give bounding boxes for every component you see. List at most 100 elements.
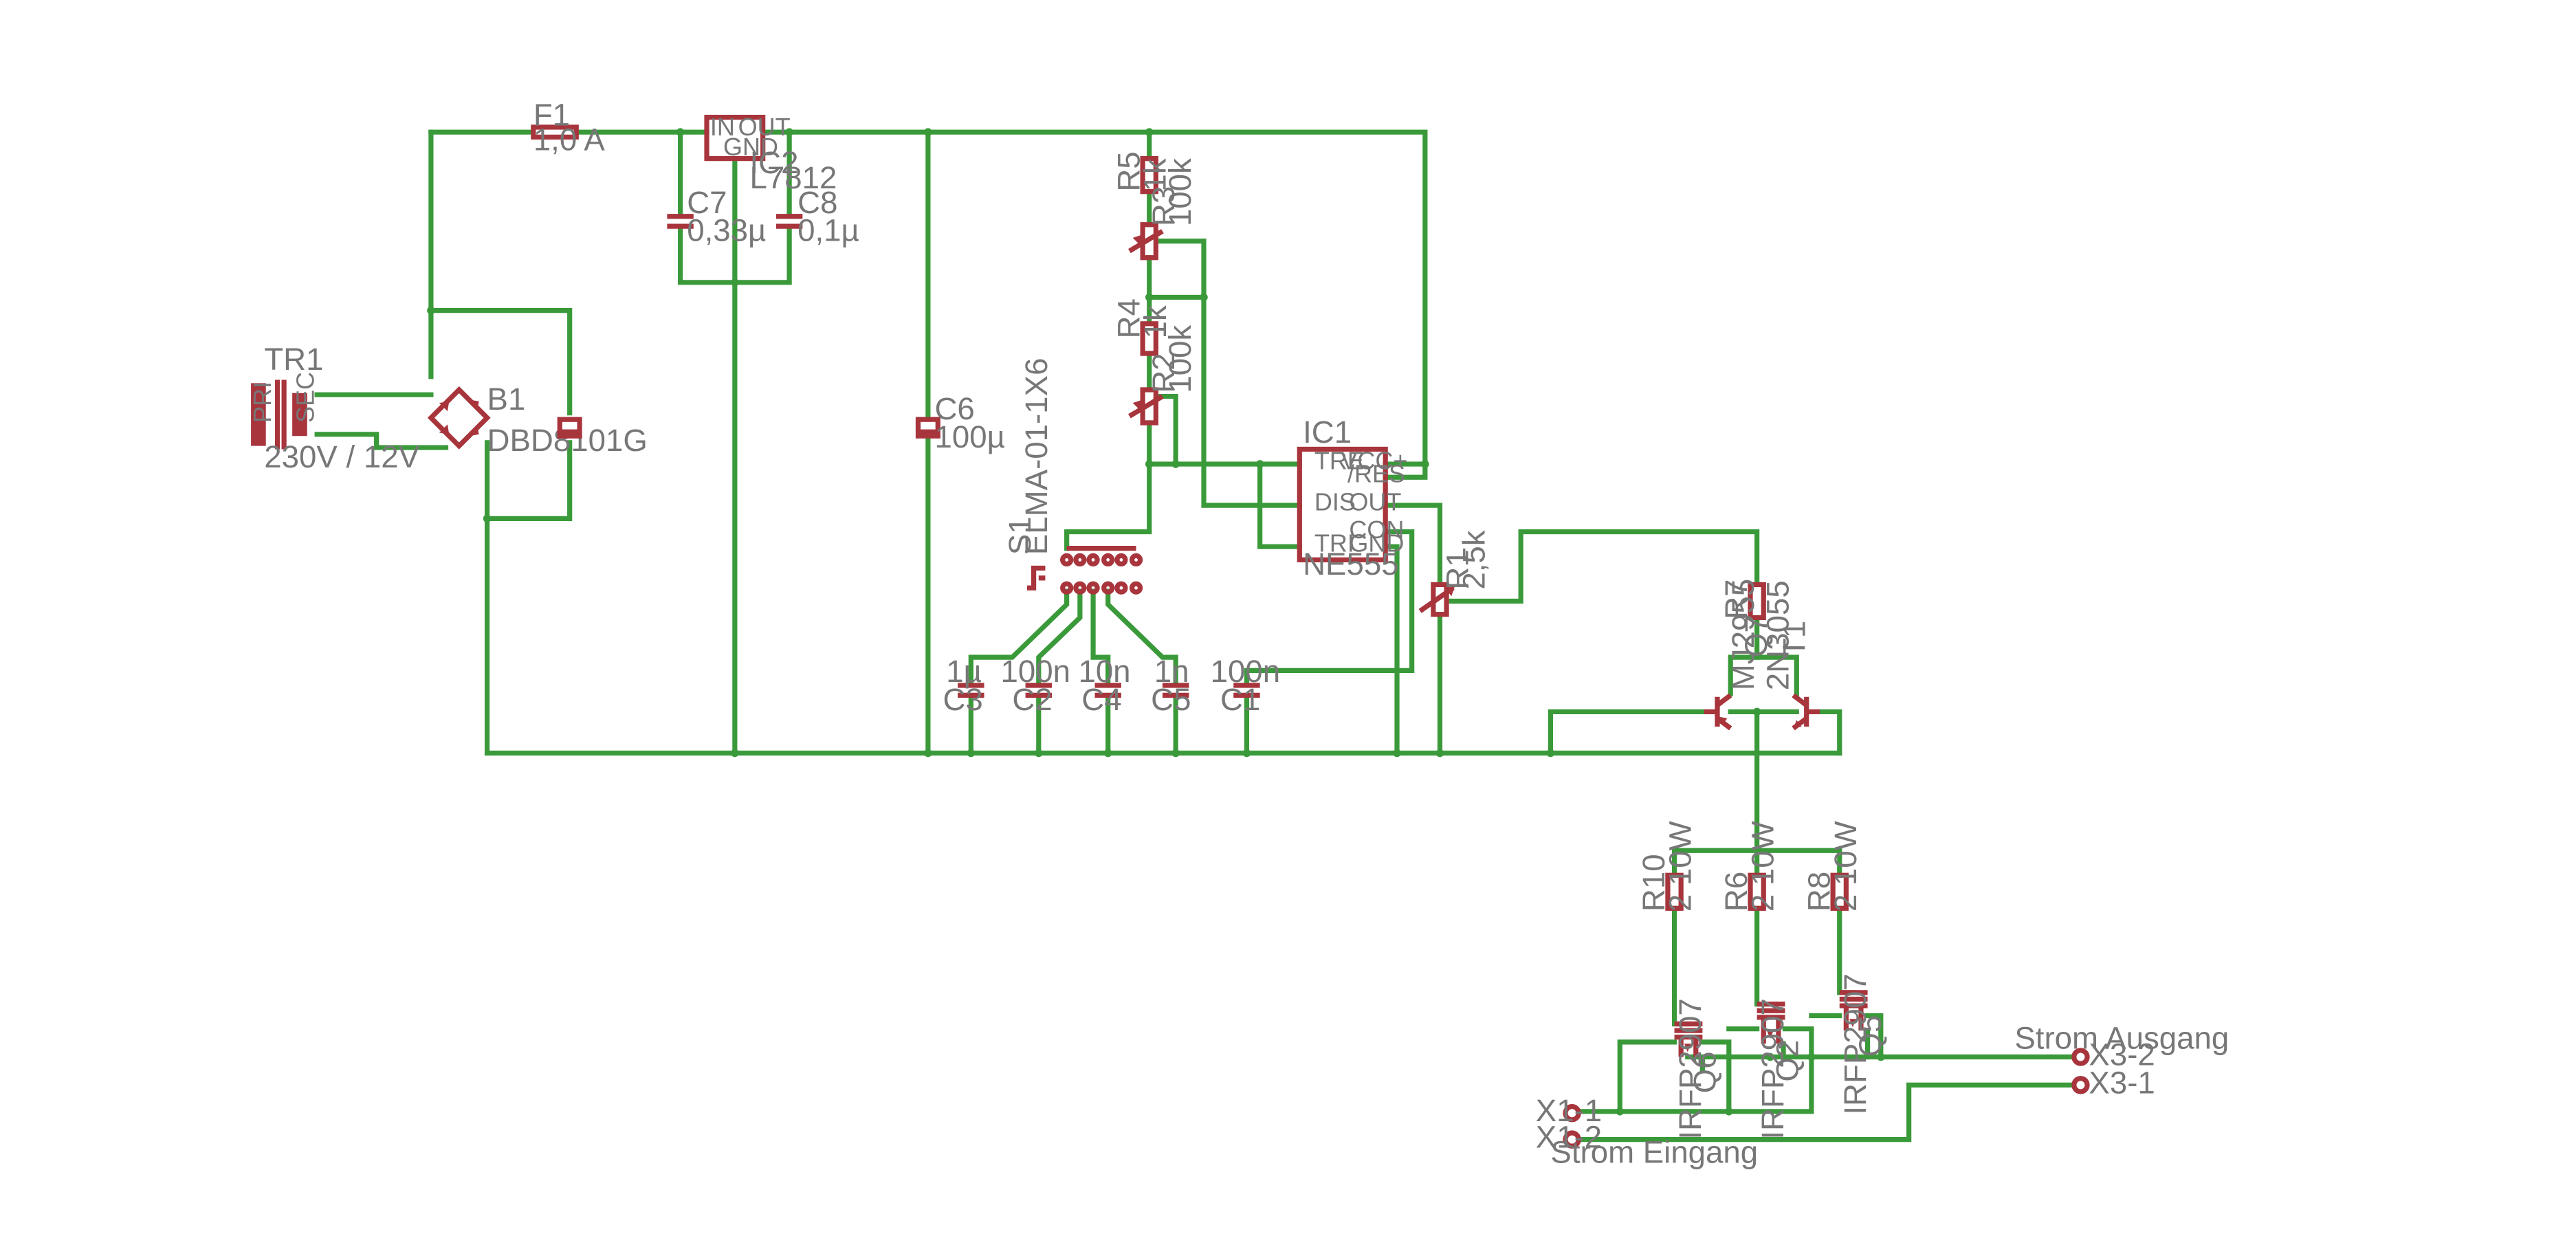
capacitor-c8: C8 0,1µ — [775, 185, 859, 248]
c8-label: C8 — [797, 185, 837, 220]
x1-1-terminal — [1563, 1103, 1581, 1123]
potentiometer-r2: R2 100k — [1128, 325, 1198, 426]
tr1-sec-label: SEC — [291, 372, 319, 423]
c3-value: 1µ — [946, 654, 982, 689]
ic1-out-pin: OUT — [1349, 487, 1401, 516]
r2-value: 100k — [1163, 325, 1198, 393]
wires — [314, 129, 2076, 1143]
ic1-vcc-pin: VCC+ — [1341, 446, 1407, 474]
mosfet-q6: IRFP2907 Q6 — [1673, 998, 1723, 1139]
x3-2-terminal — [2071, 1048, 2090, 1066]
ic2-value: L7812 — [749, 160, 837, 195]
q6-label: Q6 — [1688, 1052, 1723, 1094]
capacitor-c7: C7 0,33µ — [667, 185, 766, 248]
r6-value: 2 10W — [1746, 821, 1781, 912]
q7-value: MJ2955 — [1726, 579, 1761, 690]
q5-label: Q5 — [1853, 1015, 1888, 1057]
ic1-gnd-pin: GND — [1349, 529, 1404, 557]
potentiometer-r3: R3 100k — [1128, 158, 1198, 261]
ic2-in-pin: IN — [710, 113, 735, 141]
x1-1-label: X1-1 — [1536, 1093, 1602, 1128]
x3-2-label: X3-2 — [2089, 1037, 2155, 1072]
r1-value: 2,5k — [1456, 530, 1491, 589]
r2-label: R2 — [1146, 353, 1181, 393]
connector-x1: X1-1 X1-2 Strom Eingang — [1536, 1093, 1758, 1169]
rotary-switch-s1: S1 ELMA-01-1X6 — [1002, 358, 1143, 595]
c6-label: C6 — [934, 391, 974, 426]
transistor-t1: 2N3055 T1 — [1760, 580, 1820, 731]
junctions — [427, 128, 1885, 1116]
x3-1-label: X3-1 — [2089, 1065, 2155, 1100]
s1-value: ELMA-01-1X6 — [1019, 358, 1054, 555]
c7-value: 0,33µ — [687, 213, 766, 248]
x3-1-terminal — [2071, 1076, 2090, 1094]
q6-value: IRFP2907 — [1673, 998, 1708, 1139]
r8-label: R8 — [1801, 872, 1836, 912]
connector-x3: X3-2 X3-1 Strom Ausgang — [2014, 1021, 2229, 1101]
r7-label: R7 — [1719, 580, 1754, 619]
ic1-value: NE555 — [1303, 547, 1399, 582]
timer-ic1: IC1 NE555 TRE DIS TRI VCC+ /RES OUT CON … — [1297, 415, 1407, 582]
capacitor-bridge-output — [557, 417, 582, 439]
capacitor-c6: C6 100µ — [915, 391, 1005, 454]
c7-label: C7 — [687, 185, 727, 220]
bridge-rectifier-b1: B1 DBD8101G — [427, 382, 648, 458]
b1-value: DBD8101G — [487, 423, 648, 458]
c4-value: 10n — [1078, 654, 1130, 689]
strom-ausgang-label: Strom Ausgang — [2014, 1021, 2229, 1056]
tr1-label: TR1 — [264, 342, 323, 377]
c2-label: C2 — [1012, 682, 1052, 717]
c5-label: C5 — [1151, 682, 1191, 717]
t1-value: 2N3055 — [1760, 580, 1795, 690]
c3-label: C3 — [943, 682, 982, 717]
transformer-tr1: TR1 230V / 12V PRI SEC — [248, 342, 420, 474]
q5-value: IRFP2907 — [1838, 973, 1873, 1114]
ic1-tri-pin: TRI — [1314, 529, 1354, 557]
transistor-q7: MJ2955 Q7 — [1704, 579, 1774, 731]
fuse-f1: F1 1,0 A — [531, 98, 606, 157]
x1-2-terminal — [1563, 1130, 1581, 1149]
r3-label: R3 — [1146, 186, 1181, 226]
t1-label: T1 — [1776, 621, 1812, 657]
r1-label: R1 — [1440, 549, 1475, 589]
capacitor-c2: 100n C2 — [1001, 654, 1070, 717]
ic1-con-pin: CON — [1349, 516, 1404, 544]
strom-eingang-label: Strom Eingang — [1550, 1134, 1758, 1169]
s1-label: S1 — [1002, 516, 1037, 555]
tr1-pri-label: PRI — [248, 382, 276, 423]
ic2-gnd-pin: GND — [723, 133, 778, 161]
tr1-value: 230V / 12V — [264, 439, 419, 474]
r8-value: 2 10W — [1828, 821, 1863, 912]
regulator-ic2: IN OUT GND IC2 L7812 — [704, 113, 837, 195]
capacitor-c4: 10n C4 — [1078, 654, 1130, 717]
ic1-res-pin: /RES — [1347, 459, 1405, 487]
mosfet-q2: IRFP2907 Q2 — [1755, 998, 1805, 1139]
potentiometer-r1: R1 2,5k — [1418, 530, 1491, 617]
q7-label: Q7 — [1739, 615, 1774, 657]
r3-value: 100k — [1163, 158, 1198, 226]
c5-value: 1n — [1154, 654, 1189, 689]
c8-value: 0,1µ — [797, 213, 859, 248]
ic2-label: IC2 — [749, 145, 798, 180]
c2-value: 100n — [1001, 654, 1070, 689]
ic1-dis-pin: DIS — [1314, 487, 1356, 516]
resistor-r4: R4 1k — [1111, 298, 1173, 356]
b1-label: B1 — [487, 382, 526, 417]
ic1-tre-pin: TRE — [1314, 446, 1364, 474]
r10-label: R10 — [1636, 854, 1671, 912]
q2-label: Q2 — [1770, 1040, 1805, 1082]
capacitor-c5: 1n C5 — [1151, 654, 1191, 717]
x1-2-label: X1-2 — [1536, 1120, 1602, 1155]
mosfet-q5: IRFP2907 Q5 — [1838, 973, 1888, 1114]
resistor-r10: R10 2 10W — [1636, 821, 1697, 912]
f1-value: 1,0 A — [533, 122, 606, 157]
q2-value: IRFP2907 — [1755, 998, 1790, 1139]
r4-value: 1k — [1138, 305, 1173, 338]
c6-value: 100µ — [934, 419, 1004, 454]
r4-label: R4 — [1111, 298, 1146, 338]
resistor-r7: R7 — [1719, 580, 1766, 621]
ic1-label: IC1 — [1303, 415, 1352, 450]
c1-label: C1 — [1220, 682, 1260, 717]
